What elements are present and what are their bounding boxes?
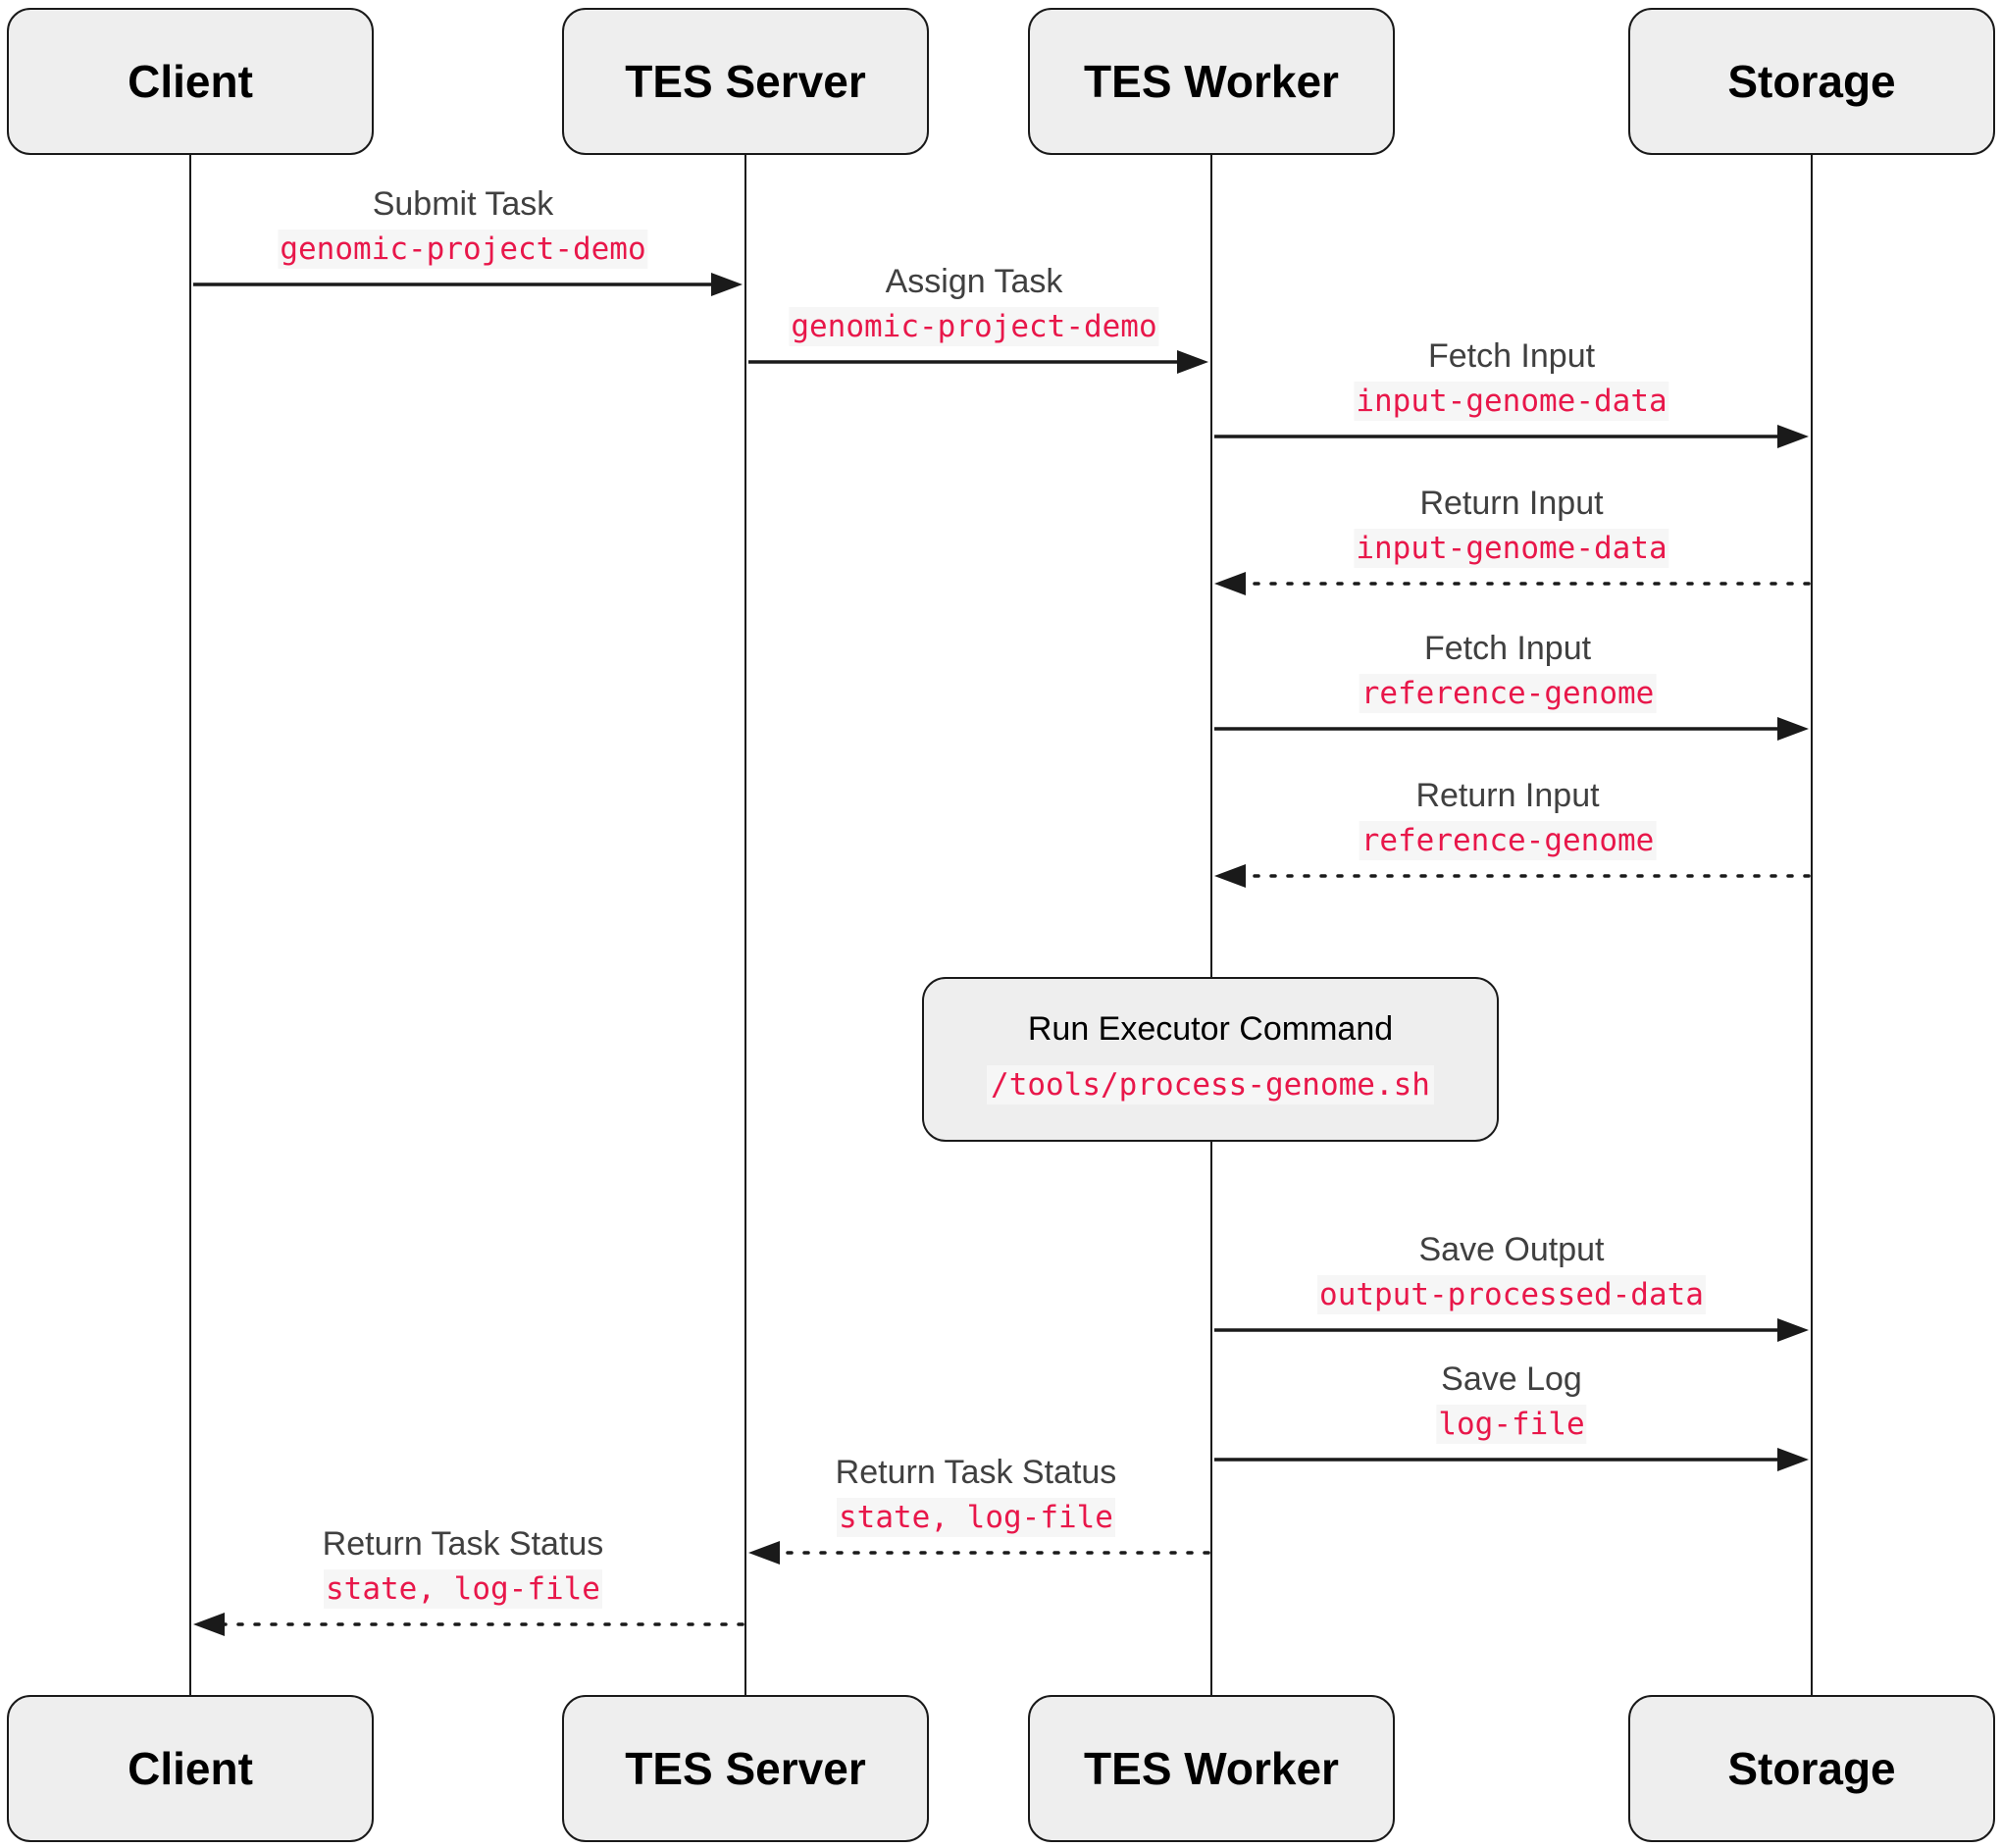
message-label: Assign Task xyxy=(885,263,1063,300)
actor-storage-top: Storage xyxy=(1628,8,1995,155)
message-payload: input-genome-data xyxy=(1354,529,1669,568)
message-label: Submit Task xyxy=(372,185,554,223)
message-arrowhead xyxy=(1777,425,1809,448)
message-label: Save Log xyxy=(1441,1360,1582,1398)
lifeline-storage xyxy=(1810,155,1814,1695)
message-label: Return Task Status xyxy=(835,1454,1117,1491)
lifeline-tes-worker xyxy=(1209,155,1213,1695)
actor-tes-server-bottom: TES Server xyxy=(562,1695,929,1842)
message-label: Return Task Status xyxy=(322,1525,604,1563)
message-payload: output-processed-data xyxy=(1317,1275,1706,1314)
lifeline-client xyxy=(188,155,192,1695)
actor-client-top: Client xyxy=(7,8,374,155)
message-arrowhead xyxy=(748,1541,780,1565)
actor-tes-worker-bottom: TES Worker xyxy=(1028,1695,1395,1842)
message-arrowhead xyxy=(1214,864,1246,888)
lifeline-tes-server xyxy=(744,155,747,1695)
message-payload: genomic-project-demo xyxy=(278,230,648,269)
actor-client-bottom: Client xyxy=(7,1695,374,1842)
message-arrowhead xyxy=(1777,1448,1809,1471)
message-label: Save Output xyxy=(1418,1231,1605,1268)
message-payload: genomic-project-demo xyxy=(789,307,1159,346)
message-payload: input-genome-data xyxy=(1354,382,1669,421)
message-arrowhead xyxy=(1777,717,1809,741)
message-payload: reference-genome xyxy=(1359,674,1657,713)
message-arrowhead xyxy=(711,273,743,296)
executor-note-command: /tools/process-genome.sh xyxy=(987,1065,1434,1104)
message-label: Return Input xyxy=(1415,777,1600,814)
actor-tes-server-top: TES Server xyxy=(562,8,929,155)
actor-tes-worker-top: TES Worker xyxy=(1028,8,1395,155)
actor-storage-bottom: Storage xyxy=(1628,1695,1995,1842)
message-label: Fetch Input xyxy=(1427,337,1596,375)
message-payload: state, log-file xyxy=(324,1569,602,1609)
message-arrowhead xyxy=(1177,350,1208,374)
message-arrowhead xyxy=(193,1613,225,1636)
executor-note: Run Executor Command /tools/process-geno… xyxy=(922,977,1499,1142)
message-label: Fetch Input xyxy=(1423,630,1592,667)
message-arrowhead xyxy=(1214,572,1246,595)
message-payload: log-file xyxy=(1436,1405,1587,1444)
message-label: Return Input xyxy=(1419,485,1604,522)
message-payload: state, log-file xyxy=(837,1498,1115,1537)
message-payload: reference-genome xyxy=(1359,821,1657,860)
message-arrowhead xyxy=(1777,1318,1809,1342)
executor-note-title: Run Executor Command xyxy=(1027,1010,1394,1048)
